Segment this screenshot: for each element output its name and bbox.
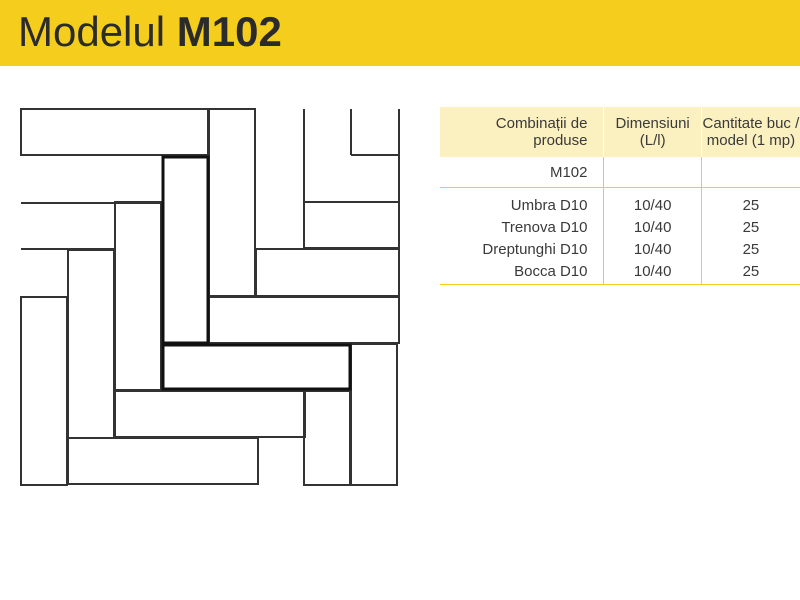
title-model-code: M102 xyxy=(176,8,282,55)
empty-cell xyxy=(603,157,702,188)
table-row: Bocca D10 10/40 25 xyxy=(440,260,800,285)
paver-h-mid-right xyxy=(208,296,400,344)
product-dimensions: 10/40 xyxy=(603,187,702,216)
product-name: Trenova D10 xyxy=(501,218,588,236)
paver-v-left-2 xyxy=(67,249,115,439)
paver-highlight-vertical xyxy=(161,155,210,345)
product-quantity: 25 xyxy=(700,216,800,238)
paver-v-center-top xyxy=(208,108,256,297)
paver-h-bottom xyxy=(67,437,259,485)
paver-v-right-2 xyxy=(303,390,351,486)
product-dimensions: 10/40 xyxy=(603,238,702,260)
header-bar: Modelul M102 xyxy=(0,0,800,66)
product-dimensions: 10/40 xyxy=(603,216,702,238)
title-prefix: Modelul xyxy=(18,8,166,55)
empty-cell xyxy=(700,157,800,188)
col-header-products: Combinații de produse xyxy=(440,107,605,157)
product-name: Umbra D10 xyxy=(510,196,588,214)
product-quantity: 25 xyxy=(700,187,800,216)
col-header-dimensions: Dimensiuni (L/l) xyxy=(603,107,702,157)
table-row: Trenova D10 10/40 25 xyxy=(440,216,800,238)
col-header-quantity: Cantitate buc / model (1 mp) xyxy=(702,115,800,149)
paving-pattern-diagram xyxy=(20,108,400,486)
model-cell: M102 xyxy=(440,157,604,188)
product-quantity: 25 xyxy=(700,260,800,285)
paver-h-top xyxy=(20,108,209,156)
product-quantity: 25 xyxy=(700,238,800,260)
table-row: Umbra D10 10/40 25 xyxy=(440,187,800,216)
paver-h-lower-left xyxy=(114,390,306,438)
paver-v-right xyxy=(350,343,398,486)
paver-h-right-2 xyxy=(255,248,400,297)
product-name: Bocca D10 xyxy=(440,260,604,285)
product-name: Dreptunghi D10 xyxy=(482,240,588,258)
table-row: Dreptunghi D10 10/40 25 xyxy=(440,238,800,260)
table-header-row: Combinații de produse Dimensiuni (L/l) C… xyxy=(440,107,800,157)
paver-v-left-3 xyxy=(114,201,162,391)
product-dimensions: 10/40 xyxy=(603,260,702,285)
page-title: Modelul M102 xyxy=(18,8,282,56)
paver-h-right-1 xyxy=(303,201,400,249)
paver-v-left xyxy=(20,296,68,486)
table-row-model: M102 xyxy=(440,157,800,188)
specification-table: Combinații de produse Dimensiuni (L/l) C… xyxy=(440,107,800,285)
paver-highlight-horizontal xyxy=(161,343,352,391)
